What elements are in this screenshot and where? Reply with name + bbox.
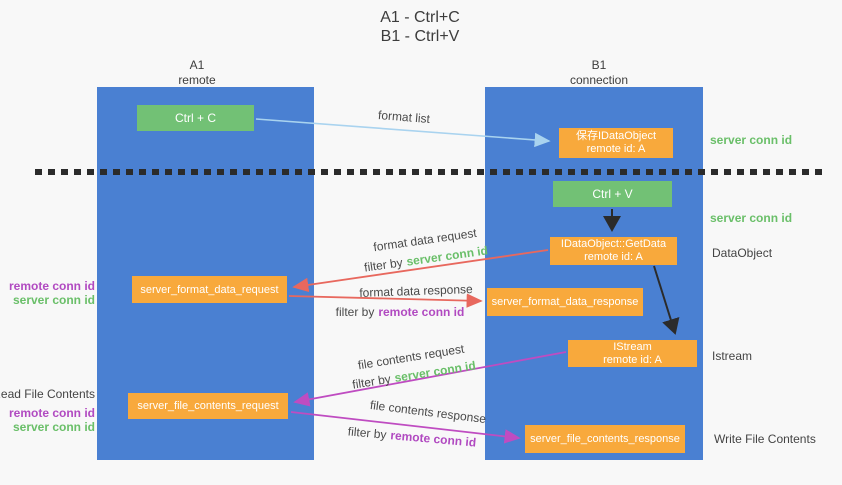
label-write-file-contents: Write File Contents xyxy=(714,432,816,446)
format-data-request-arrow xyxy=(292,249,549,293)
diagram-title: A1 - Ctrl+C B1 - Ctrl+V xyxy=(310,8,530,46)
label-dataobject: DataObject xyxy=(712,246,773,260)
lane-a1-role: remote xyxy=(178,73,216,87)
node-ctrl-c: Ctrl + C xyxy=(137,105,254,131)
label-left-remote-conn-id-top: remote conn id xyxy=(8,279,95,293)
node-save-idataobject-line2: remote id: A xyxy=(586,143,646,155)
node-ctrl-c-label: Ctrl + C xyxy=(174,111,216,125)
format-list-arrow xyxy=(255,118,551,148)
node-server-format-data-response: server_format_data_response xyxy=(487,288,643,316)
label-right-server-conn-id-mid: server conn id xyxy=(710,211,793,225)
node-getdata-line1: IDataObject::GetData xyxy=(560,238,667,250)
node-format-request-label: server_format_data_request xyxy=(140,283,279,296)
label-read-file-contents: Read File Contents xyxy=(0,387,95,401)
lane-header-a1: A1 remote xyxy=(147,58,247,88)
node-istream-line2: remote id: A xyxy=(603,353,662,366)
node-server-file-contents-request: server_file_contents_request xyxy=(128,393,288,419)
lane-header-b1: B1 connection xyxy=(549,58,649,88)
file-contents-request-arrow xyxy=(293,351,567,407)
node-getdata-line2: remote id: A xyxy=(584,251,643,263)
node-file-request-label: server_file_contents_request xyxy=(137,400,279,412)
getdata-to-istream-arrow xyxy=(653,265,680,335)
node-istream-line1: IStream xyxy=(613,340,652,353)
remote-conn-id-text-1: remote conn id xyxy=(378,305,465,319)
node-format-response-label: server_format_data_response xyxy=(491,296,639,308)
file-contents-response-arrow xyxy=(290,411,521,444)
node-file-response-label: server_file_contents_response xyxy=(530,433,680,445)
node-ctrl-v: Ctrl + V xyxy=(553,181,672,207)
lane-b1-role: connection xyxy=(569,73,629,87)
title-line-2: B1 - Ctrl+V xyxy=(380,28,460,45)
node-server-file-contents-response: server_file_contents_response xyxy=(525,425,685,453)
label-left-server-conn-id-top: server conn id xyxy=(12,293,95,307)
label-left-remote-conn-id-bottom: remote conn id xyxy=(8,406,95,420)
format-data-response-arrow xyxy=(288,293,483,308)
lane-b1-name: B1 xyxy=(591,58,607,72)
node-ctrl-v-label: Ctrl + V xyxy=(592,187,633,201)
node-istream: IStream remote id: A xyxy=(568,340,697,367)
filter-by-text-2: filter by xyxy=(335,305,375,319)
label-istream: Istream xyxy=(712,349,753,363)
label-right-server-conn-id-top: server conn id xyxy=(710,133,793,147)
label-left-server-conn-id-bottom: server conn id xyxy=(12,420,95,434)
lane-a1-name: A1 xyxy=(189,58,205,72)
title-line-1: A1 - Ctrl+C xyxy=(380,9,460,26)
node-save-idataobject: 保存IDataObject remote id: A xyxy=(559,128,673,158)
node-idataobject-getdata: IDataObject::GetData remote id: A xyxy=(550,237,677,265)
node-server-format-data-request: server_format_data_request xyxy=(132,276,287,303)
node-save-idataobject-line1: 保存IDataObject xyxy=(575,130,657,142)
